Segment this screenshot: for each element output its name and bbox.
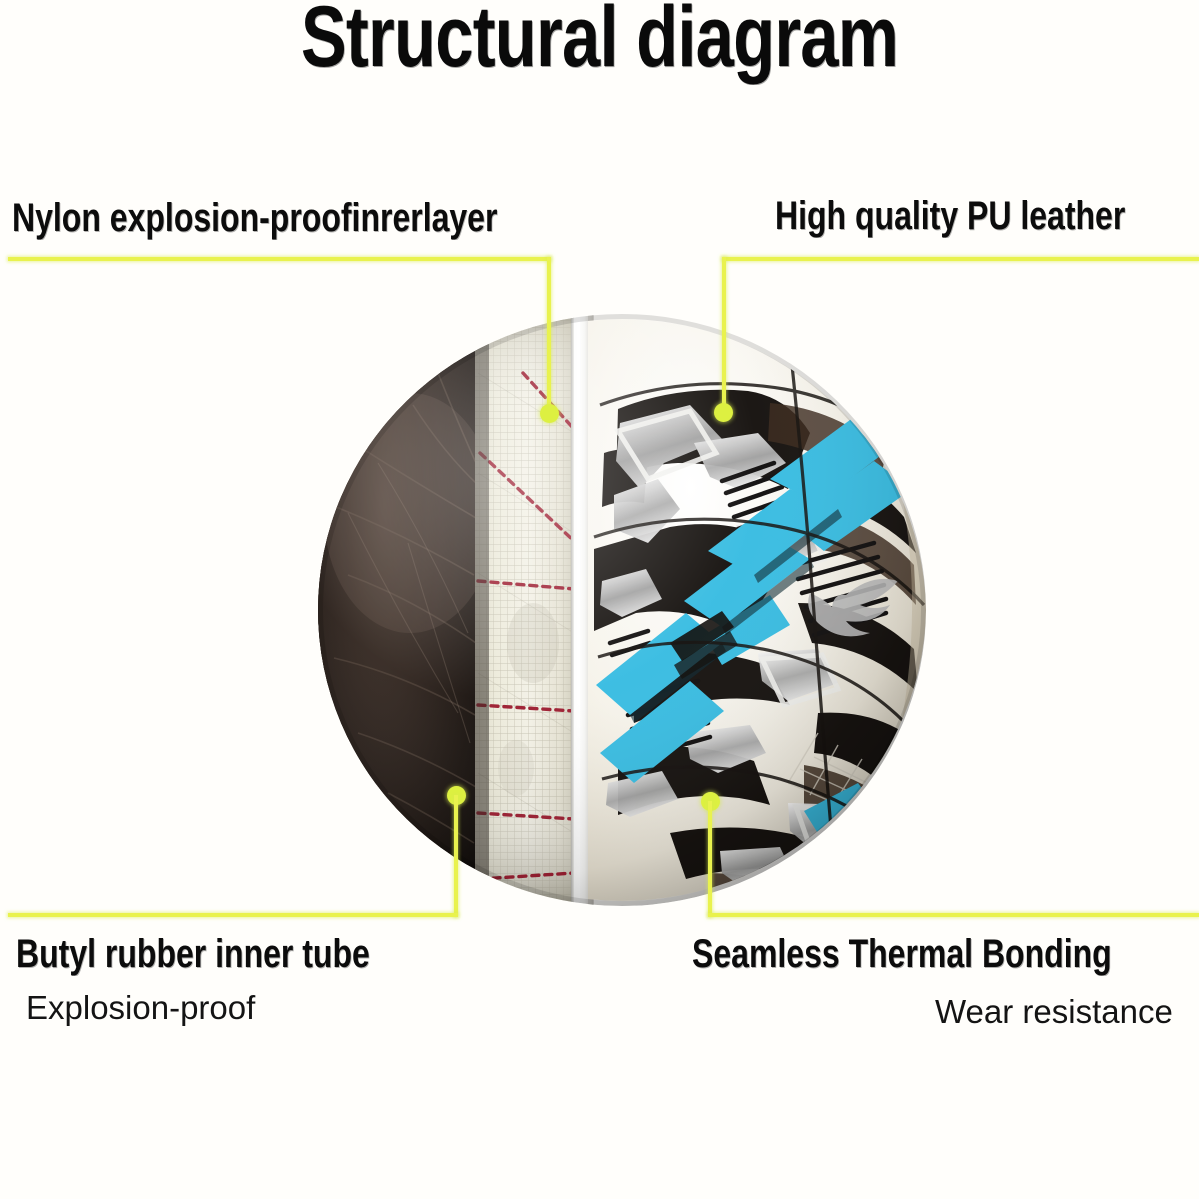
- leader-line-nylon-vertical: [547, 257, 551, 415]
- leader-dot-pu-leather: [714, 403, 733, 422]
- leader-line-pu-leather-horizontal: [722, 257, 1199, 261]
- leader-line-seamless-horizontal: [708, 913, 1199, 917]
- ball-graphic: [318, 314, 926, 906]
- callout-label-pu-leather: High quality PU leather: [775, 194, 1126, 238]
- leader-line-pu-leather-vertical: [722, 257, 726, 414]
- leader-line-nylon-horizontal: [8, 257, 551, 261]
- leader-line-butyl-vertical: [454, 795, 458, 917]
- page-title: Structural diagram: [300, 0, 899, 85]
- leader-line-butyl-horizontal: [8, 913, 458, 917]
- callout-subtitle-seamless: Wear resistance: [935, 993, 1173, 1030]
- leader-dot-nylon: [540, 404, 559, 423]
- callout-label-butyl: Butyl rubber inner tube: [16, 932, 370, 976]
- soccer-ball-cutaway-illustration: [318, 313, 926, 907]
- callout-subtitle-butyl: Explosion-proof: [26, 989, 256, 1026]
- callout-label-seamless: Seamless Thermal Bonding: [692, 932, 1112, 976]
- callout-label-nylon: Nylon explosion-proofinrerlayer: [12, 196, 498, 240]
- leader-line-seamless-vertical: [708, 801, 712, 917]
